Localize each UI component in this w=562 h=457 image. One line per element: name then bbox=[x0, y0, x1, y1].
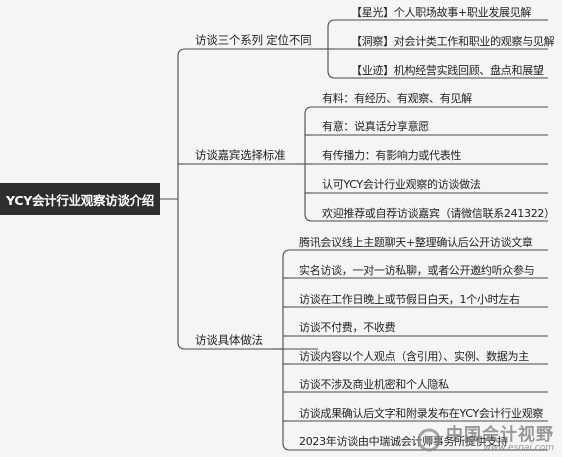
leaf-criteria-content: 有料：有经历、有观察、有见解 bbox=[322, 92, 472, 105]
watermark-en: www.esnai.com bbox=[483, 443, 554, 453]
leaf-criteria-influence: 有传播力：有影响力或代表性 bbox=[322, 149, 462, 162]
leaf-criteria-willing: 有意：说真话分享意愿 bbox=[322, 120, 429, 133]
watermark: 中国会计视野 www.esnai.com bbox=[416, 427, 554, 453]
leaf-method-content: 访谈内容以个人观点（含引用）、实例、数据为主 bbox=[299, 350, 529, 363]
leaf-series-starlight: 【星光】个人职场故事+职业发展见解 bbox=[351, 6, 532, 19]
leaf-series-track: 【业迹】机构经营实践回顾、盘点和展望 bbox=[351, 64, 544, 77]
leaf-criteria-approval: 认可YCY会计行业观察的访谈做法 bbox=[322, 178, 481, 191]
leaf-method-online: 腾讯会议线上主题聊天+整理确认后公开访谈文章 bbox=[299, 236, 533, 249]
esnai-logo-icon bbox=[417, 428, 441, 452]
leaf-method-realname: 实名访谈，一对一访私聊，或者公开邀约听众参与 bbox=[299, 264, 535, 277]
leaf-method-sponsor: 2023年访谈由中瑞诚会计师事务所提供支持 bbox=[299, 435, 508, 448]
leaf-criteria-recommend: 欢迎推荐或自荐访谈嘉宾（请微信联系241322） bbox=[322, 207, 555, 220]
method-bracket-spine bbox=[282, 249, 291, 451]
leaf-series-insight: 【洞察】对会计类工作和职业的观察与见解 bbox=[351, 35, 555, 48]
leaf-method-fee: 访谈不付费，不收费 bbox=[299, 321, 396, 334]
branch-method: 访谈具体做法 bbox=[195, 333, 263, 347]
root-bracket-spine bbox=[177, 48, 186, 350]
leaf-method-privacy: 访谈不涉及商业机密和个人隐私 bbox=[299, 378, 449, 391]
leaf-method-time: 访谈在工作日晚上或节假日白天，1个小时左右 bbox=[299, 293, 520, 306]
watermark-cn: 中国会计视野 bbox=[446, 425, 554, 445]
branch-guest-criteria: 访谈嘉宾选择标准 bbox=[195, 148, 286, 162]
leaf-method-publish: 访谈成果确认后文字和附录发布在YCY会计行业观察 bbox=[299, 407, 544, 420]
root-node: YCY会计行业观察访谈介绍 bbox=[0, 183, 160, 215]
branch-series: 访谈三个系列 定位不同 bbox=[195, 33, 312, 47]
